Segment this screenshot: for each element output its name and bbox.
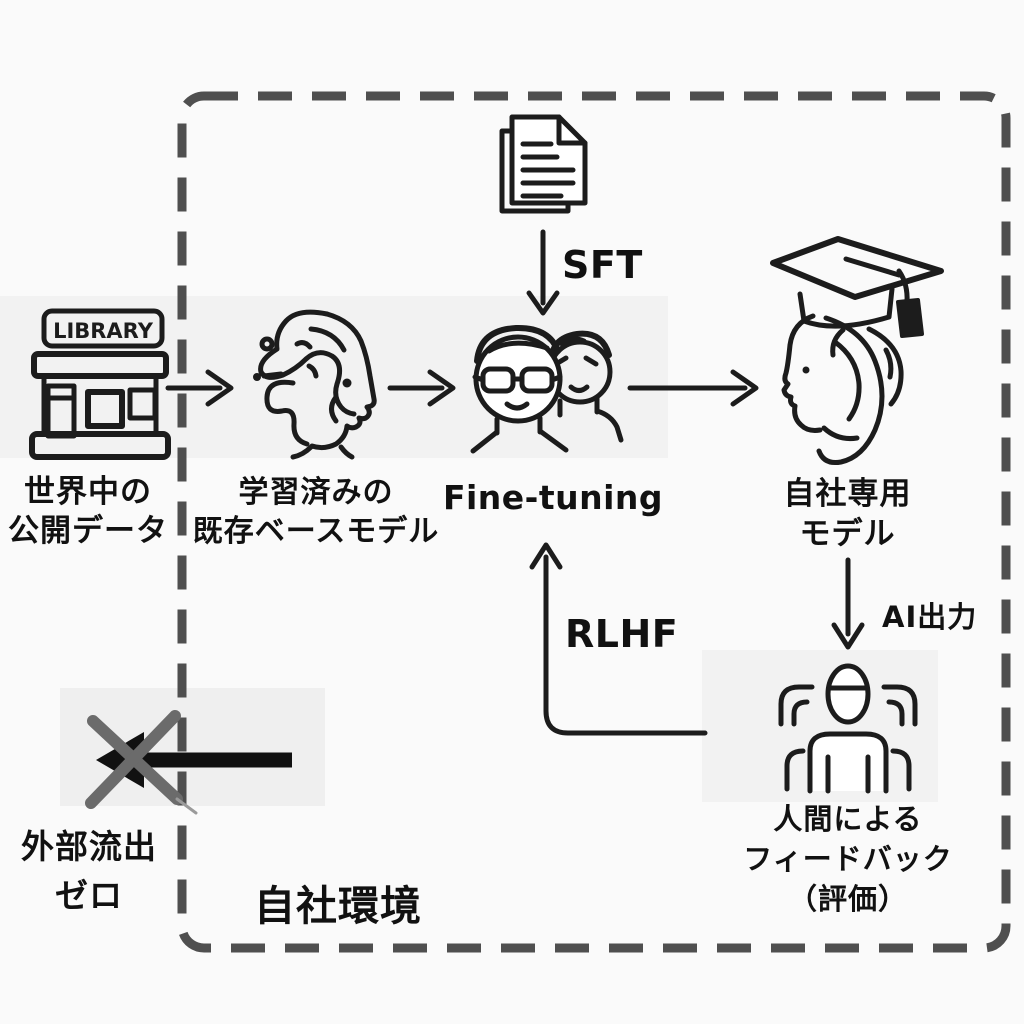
fine-tuning-label: Fine-tuning — [442, 478, 664, 517]
zero-leak-label: 外部流出 ゼロ — [0, 822, 178, 920]
human-feedback-icon — [778, 663, 918, 794]
arrow-base-to-finetune — [387, 369, 456, 407]
graduate-model-icon — [770, 236, 944, 465]
human-feedback-line3: （評価） — [787, 882, 908, 916]
base-model-label: 学習済みの 既存ベースモデル — [180, 473, 452, 551]
sft-label: SFT — [562, 243, 643, 287]
rlhf-loop-arrow — [529, 542, 708, 736]
ai-brain-icon — [253, 309, 377, 460]
company-env-label: 自社環境 — [254, 882, 422, 930]
documents-icon — [499, 114, 588, 214]
human-feedback-line1: 人間による — [773, 802, 923, 836]
public-data-label: 世界中の 公開データ — [0, 473, 178, 551]
custom-model-line1: 自社専用 — [783, 476, 912, 512]
ai-output-label: AI出力 — [882, 600, 978, 634]
zero-leak-line2: ゼロ — [55, 876, 123, 915]
ai-output-arrow — [831, 557, 865, 650]
blocked-export-arrow — [96, 732, 292, 788]
company-boundary-box — [177, 91, 1011, 953]
base-model-line1: 学習済みの — [238, 475, 394, 510]
rlhf-label: RLHF — [565, 612, 679, 656]
arrow-finetune-to-model — [627, 369, 759, 407]
base-model-line2: 既存ベースモデル — [192, 514, 440, 549]
zero-leak-line1: 外部流出 — [21, 827, 157, 866]
public-data-line1: 世界中の — [24, 474, 152, 510]
custom-model-line2: モデル — [799, 516, 896, 552]
human-feedback-label: 人間による フィードバック （評価） — [716, 799, 980, 919]
custom-model-label: 自社専用 モデル — [765, 474, 930, 554]
sft-arrow — [526, 229, 560, 316]
flow-arrows — [165, 229, 865, 736]
library-sign-text: LIBRARY — [53, 319, 154, 343]
human-feedback-line2: フィードバック — [743, 842, 953, 876]
x-cross-icon — [85, 710, 198, 815]
library-icon: LIBRARY — [29, 308, 171, 460]
public-data-line2: 公開データ — [8, 513, 168, 549]
fine-tuning-people-icon — [470, 324, 624, 454]
arrow-source-to-base — [165, 369, 234, 407]
